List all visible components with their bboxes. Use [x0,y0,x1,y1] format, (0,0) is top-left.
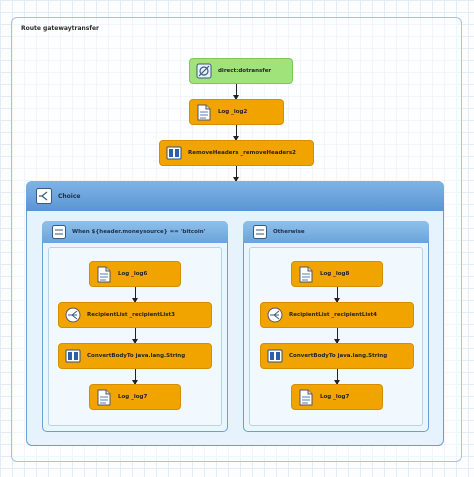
from-endpoint-label: direct:dotransfer [218,68,272,74]
otherwise-convert-node[interactable]: ConvertBodyTo java.lang.String [260,343,414,369]
log2-label: Log _log2 [218,109,248,115]
when-icon [52,225,66,239]
when-branch-label: When ${header.moneysource} == 'bitcoin' [72,229,206,235]
arrow-when-convert-to-log7 [132,369,138,385]
otherwise-branch-header[interactable]: Otherwise [243,221,429,243]
remove-headers-icon [166,144,182,162]
otherwise-log8-node[interactable]: Log _log8 [291,261,383,287]
from-endpoint-node[interactable]: direct:dotransfer [189,58,293,84]
otherwise-log8-label: Log _log8 [320,271,350,277]
otherwise-recipient-label: RecipientList _recipientList4 [289,312,377,318]
otherwise-log7-node[interactable]: Log _log7 [291,384,383,410]
when-recipient-node[interactable]: RecipientList _recipientList3 [58,302,212,328]
otherwise-log7-label: Log _log7 [320,394,350,400]
remove-headers-label: RemoveHeaders _removeHeaders2 [188,150,296,156]
arrow-when-recipient-to-convert [132,328,138,344]
convert-body-icon [267,347,283,365]
log-icon [96,388,112,406]
log-icon [196,103,212,121]
choice-header[interactable]: Choice [26,181,444,211]
convert-body-icon [65,347,81,365]
arrow-from-to-log2 [233,84,239,100]
recipient-list-icon [65,306,81,324]
when-log6-label: Log _log6 [118,271,148,277]
when-convert-label: ConvertBodyTo java.lang.String [87,353,186,359]
when-recipient-label: RecipientList _recipientList3 [87,312,175,318]
route-label: Route gatewaytransfer [21,25,99,32]
remove-headers-node[interactable]: RemoveHeaders _removeHeaders2 [159,140,314,166]
arrow-otherwise-log8-to-recipient [334,287,340,303]
when-log7-node[interactable]: Log _log7 [89,384,181,410]
log2-node[interactable]: Log _log2 [189,99,284,125]
otherwise-convert-label: ConvertBodyTo java.lang.String [289,353,388,359]
log-icon [96,265,112,283]
arrow-otherwise-convert-to-log7 [334,369,340,385]
arrow-when-log6-to-recipient [132,287,138,303]
log-icon [298,388,314,406]
log-icon [298,265,314,283]
otherwise-icon [253,225,267,239]
when-log6-node[interactable]: Log _log6 [89,261,181,287]
when-log7-label: Log _log7 [118,394,148,400]
arrow-log2-to-remove [233,125,239,141]
otherwise-recipient-node[interactable]: RecipientList _recipientList4 [260,302,414,328]
arrow-remove-to-choice [233,166,239,182]
choice-icon [36,188,52,204]
when-convert-node[interactable]: ConvertBodyTo java.lang.String [58,343,212,369]
arrow-otherwise-recipient-to-convert [334,328,340,344]
recipient-list-icon [267,306,283,324]
otherwise-branch-label: Otherwise [273,229,305,235]
endpoint-icon [196,62,212,80]
choice-label: Choice [58,192,81,200]
when-branch-header[interactable]: When ${header.moneysource} == 'bitcoin' [42,221,228,243]
